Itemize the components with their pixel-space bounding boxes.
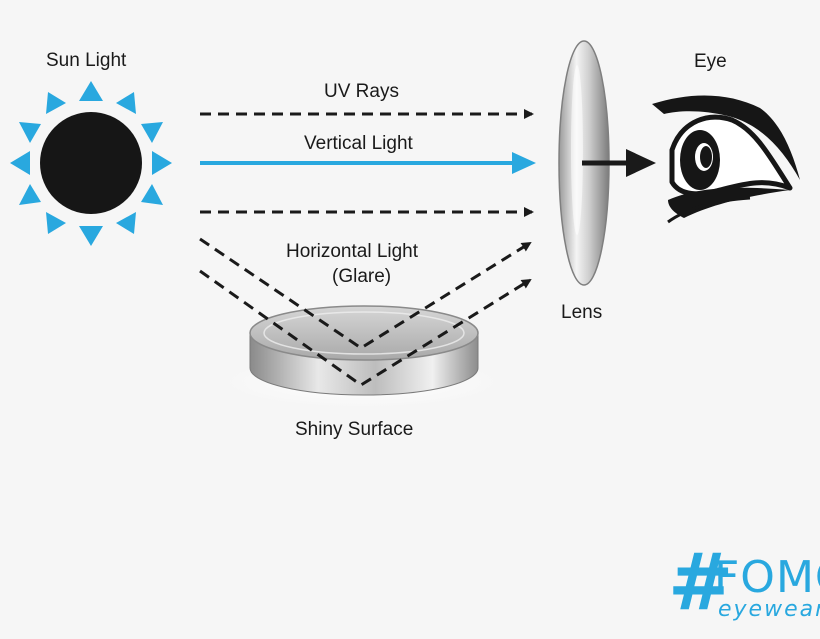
eye-label: Eye (694, 51, 727, 72)
shiny-surface-label: Shiny Surface (295, 419, 414, 440)
brand-name: FOMO (714, 552, 820, 603)
sun-light-label: Sun Light (46, 50, 127, 71)
shiny-surface-disc (222, 305, 502, 408)
horizontal-light-label: Horizontal Light (286, 241, 419, 262)
sun-icon (10, 81, 172, 246)
vertical-light-label: Vertical Light (304, 133, 413, 154)
uv-rays-label: UV Rays (324, 81, 399, 102)
brand-subtitle: eyewear (718, 597, 820, 622)
glare-label: (Glare) (332, 266, 392, 287)
glare-ray-arrow-1 (199, 237, 532, 350)
eye-icon (652, 95, 800, 224)
vertical-light-arrow (200, 152, 536, 174)
brand-hash: # (668, 538, 734, 628)
lens-label: Lens (561, 302, 603, 323)
lens-to-eye-arrow (582, 149, 656, 177)
glare-ray-arrow-2 (199, 269, 532, 387)
